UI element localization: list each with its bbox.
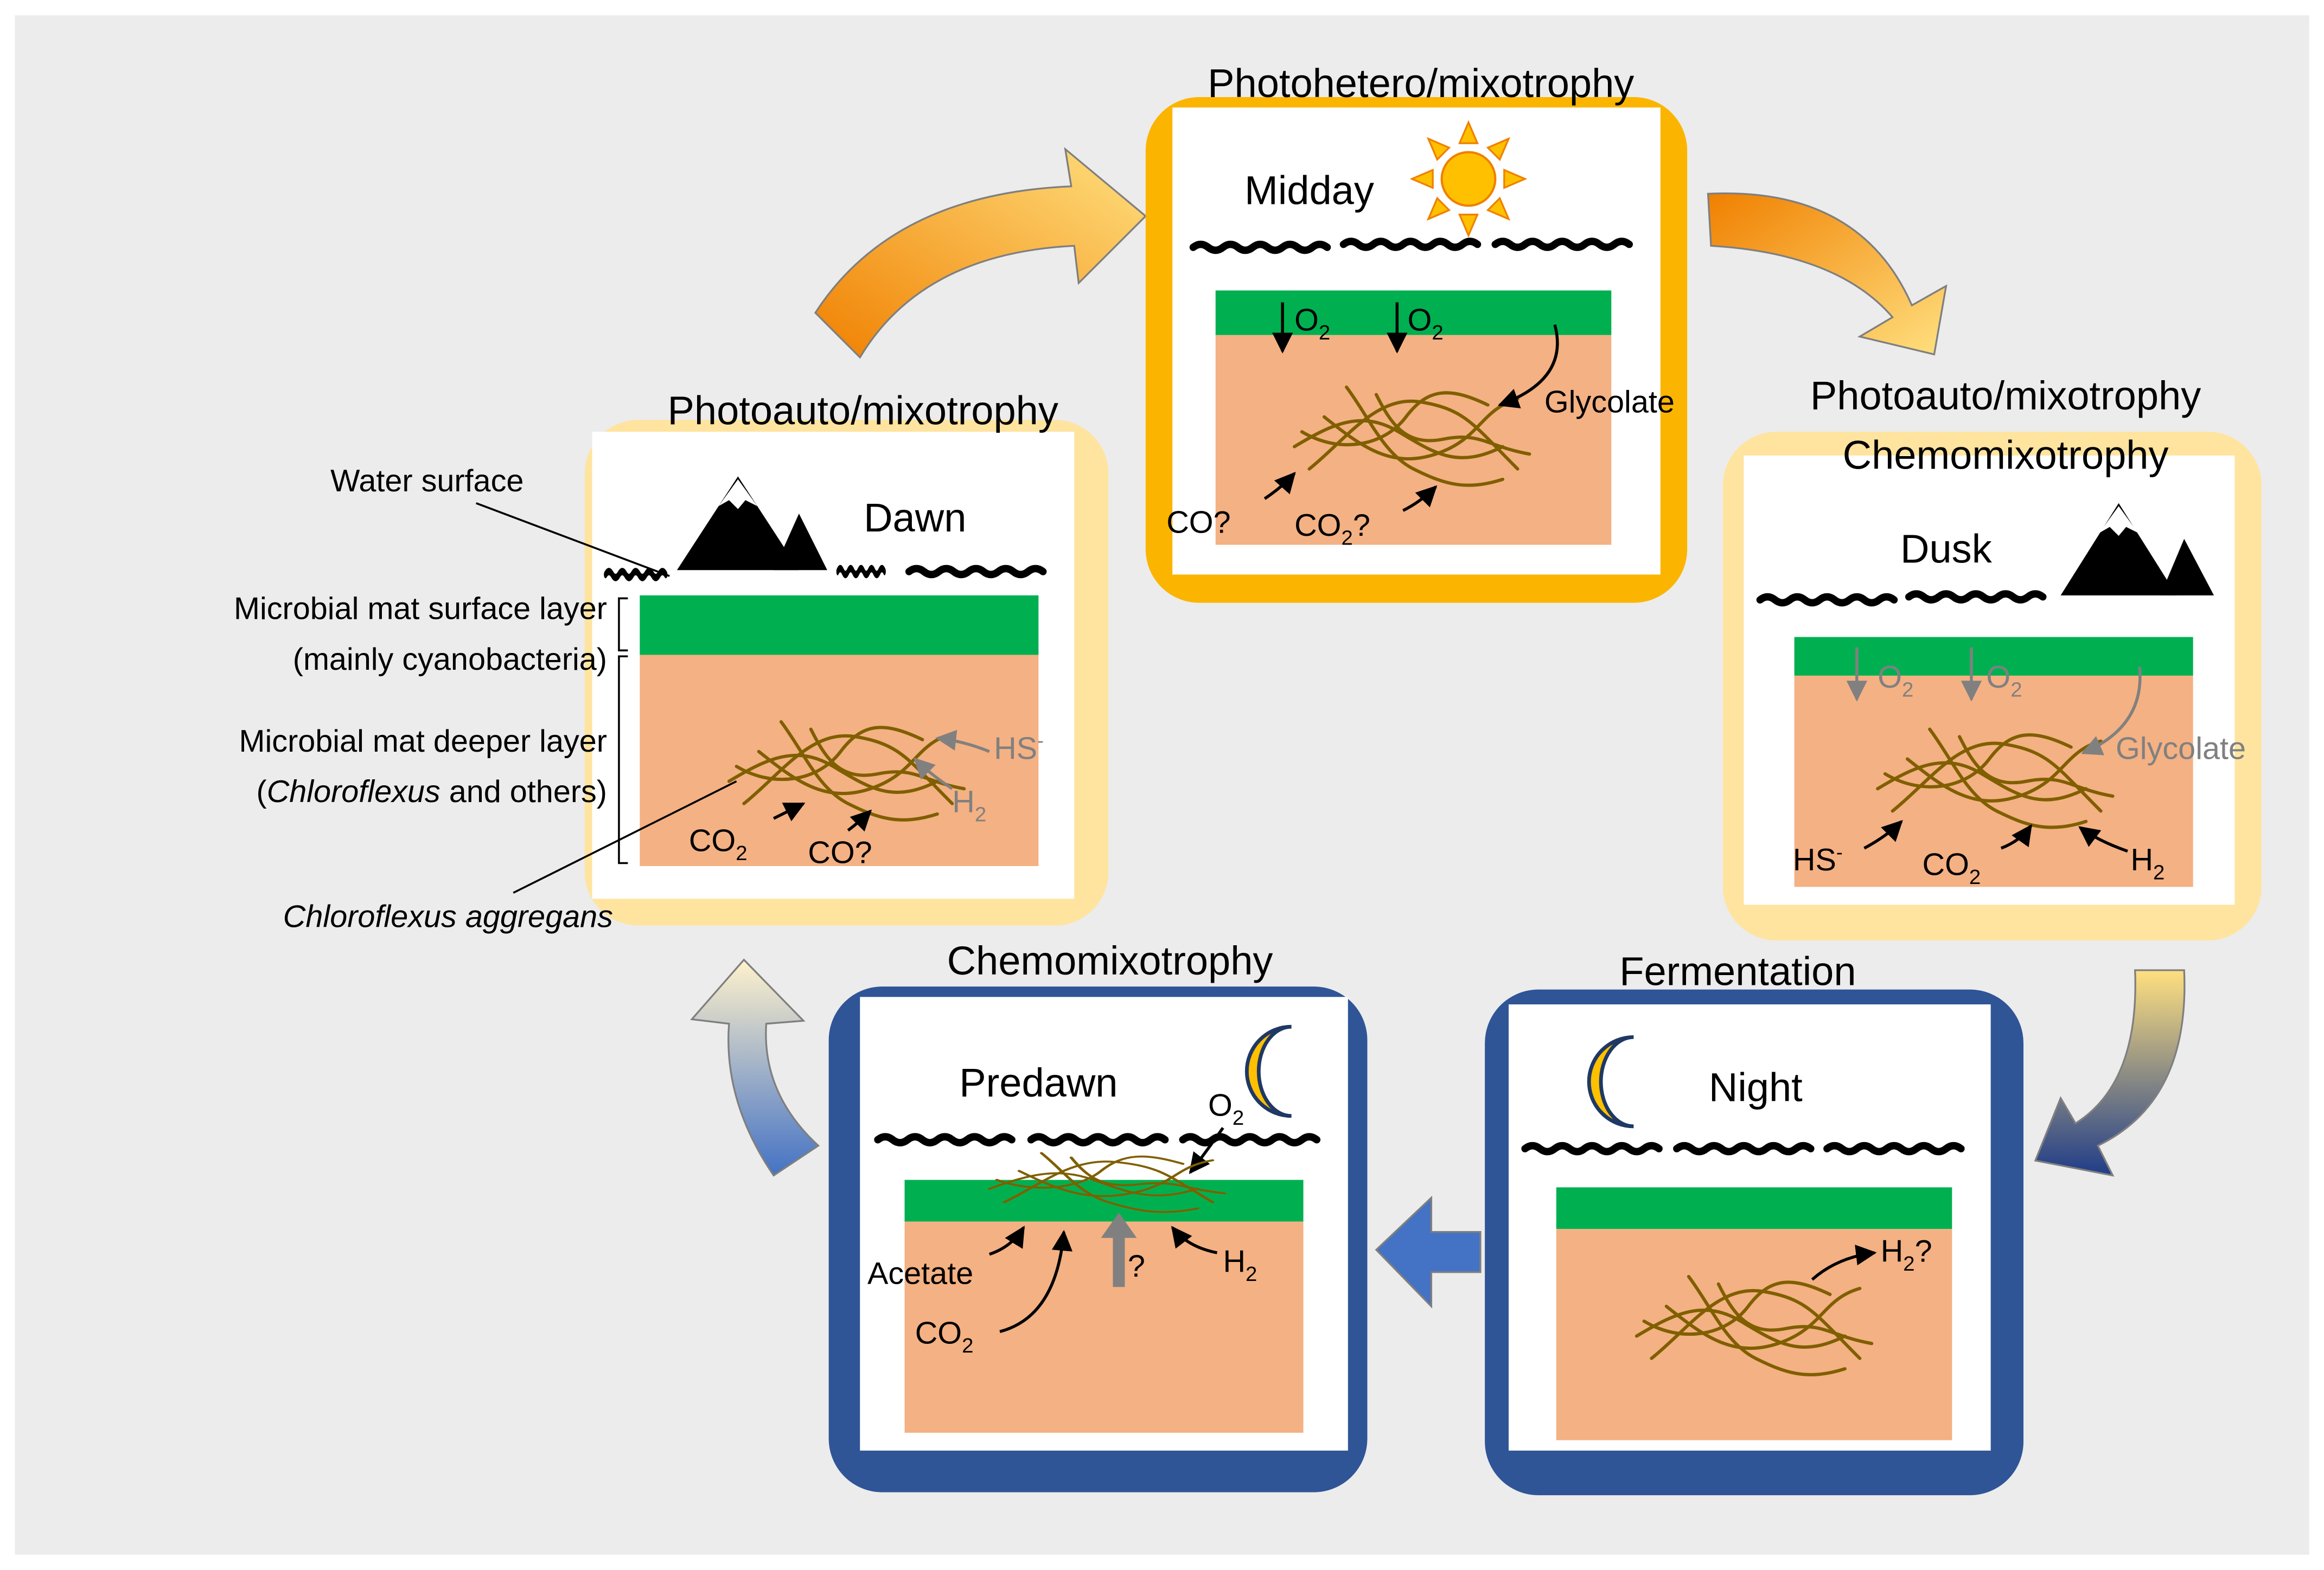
panel-predawn: Chemomixotrophy Predawn O2 ? Acetate CO2…: [828, 938, 1368, 1492]
dusk-heading-1: Photoauto/mixotrophy: [1810, 373, 2201, 418]
o2-label: O2: [1294, 303, 1330, 344]
panel-dawn: Photoauto/mixotrophy Dawn HS- H2 CO2 CO?: [584, 388, 1109, 926]
night-time: Night: [1709, 1065, 1803, 1110]
predawn-time: Predawn: [959, 1060, 1118, 1105]
legend: Water surface Microbial mat surface laye…: [234, 464, 737, 934]
sun-icon: [1409, 120, 1528, 238]
hs-label: HS-: [1793, 841, 1843, 877]
deeper-layer-label-2: (Chloroflexus and others): [257, 774, 607, 809]
glycolate-label: Glycolate: [1544, 385, 1675, 419]
cycle-arrow-icon: [690, 958, 820, 1177]
mountain-icon: [676, 476, 827, 571]
o2-label: O2: [1986, 660, 2022, 701]
cycle-arrow-icon: [1375, 1195, 1482, 1309]
night-heading: Fermentation: [1619, 949, 1856, 994]
organism-label: Chloroflexus aggregans: [283, 899, 613, 934]
co2-label: CO2: [1922, 847, 1981, 888]
midday-time: Midday: [1244, 168, 1374, 213]
co2-label: CO2?: [1294, 508, 1370, 549]
cycle-arrow-icon: [1707, 192, 1948, 356]
h2-label: H2: [2130, 843, 2165, 884]
surface-layer-label-1: Microbial mat surface layer: [234, 592, 607, 626]
dusk-heading-2: Chemomixotrophy: [1843, 433, 2169, 478]
mountain-icon: [2060, 503, 2214, 595]
o2-label: O2: [1408, 303, 1444, 344]
dawn-heading: Photoauto/mixotrophy: [668, 388, 1058, 433]
h2-label: H2?: [1881, 1234, 1932, 1276]
co2-label: CO2: [915, 1316, 974, 1357]
acetate-label: Acetate: [867, 1257, 973, 1291]
deeper-layer-label-1: Microbial mat deeper layer: [239, 724, 607, 759]
co-label: CO?: [808, 835, 872, 870]
surface-layer-label-2: (mainly cyanobacteria): [293, 642, 607, 677]
panel-midday: Photohetero/mixotrophy Midday O2 O2 Glyc…: [1145, 61, 1688, 603]
midday-heading: Photohetero/mixotrophy: [1208, 61, 1634, 106]
glycolate-label: Glycolate: [2116, 732, 2246, 766]
cycle-arrow-icon: [2034, 969, 2186, 1177]
dawn-time: Dawn: [864, 495, 966, 540]
panel-night: Fermentation Night H2?: [1485, 949, 2023, 1496]
water-surface-label: Water surface: [330, 464, 523, 498]
dusk-time: Dusk: [1900, 526, 1993, 571]
predawn-heading: Chemomixotrophy: [947, 938, 1273, 983]
hs-label: HS-: [994, 730, 1044, 766]
o2-label: O2: [1878, 660, 1913, 701]
h2-label: H2: [1223, 1245, 1257, 1286]
o2-label: O2: [1208, 1088, 1244, 1130]
co2-label: CO2: [689, 824, 748, 865]
h2-label: H2: [952, 785, 986, 826]
question-label: ?: [1128, 1249, 1145, 1284]
panel-dusk: Photoauto/mixotrophy Chemomixotrophy Dus…: [1722, 373, 2262, 941]
co-label: CO?: [1166, 505, 1230, 540]
